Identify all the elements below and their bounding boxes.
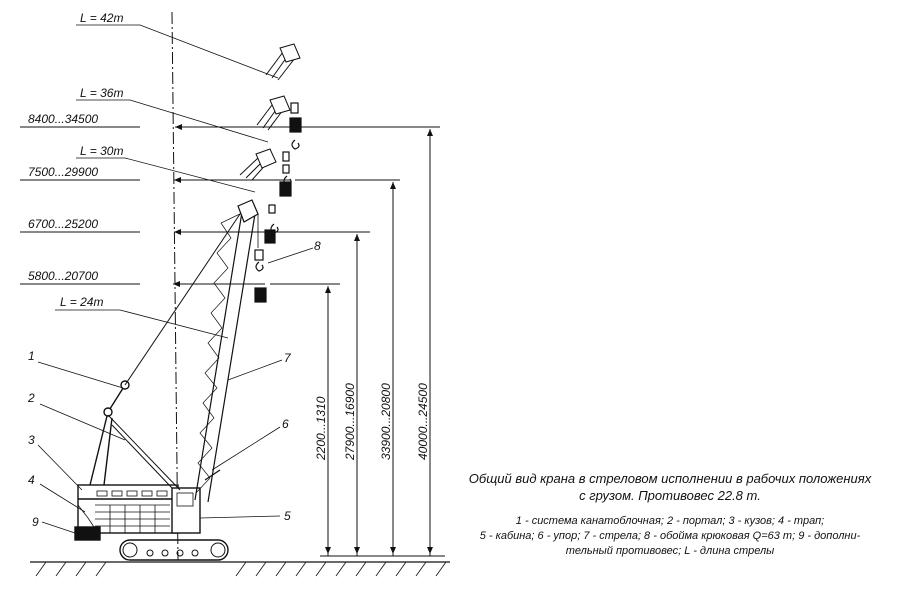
callout-5: 5 — [284, 509, 291, 523]
crawler-track — [119, 539, 229, 561]
height-label-3: 33900...20800 — [379, 383, 393, 460]
callout-2: 2 — [27, 391, 35, 405]
height-label-1: 2200...1310 — [314, 396, 328, 461]
boom-positions — [239, 43, 301, 181]
ground-line — [30, 561, 450, 577]
callout-6: 6 — [282, 417, 289, 431]
callout-7: 7 — [284, 351, 292, 365]
boom-lattice — [194, 199, 259, 503]
caption-title-line-1: Общий вид крана в стреловом исполнении в… — [468, 471, 872, 486]
portal-frame — [89, 380, 181, 491]
callout-4: 4 — [28, 473, 35, 487]
callout-8: 8 — [314, 239, 321, 253]
reach-label-1: 8400...34500 — [28, 112, 98, 126]
boom-length-label-24: L = 24т — [60, 295, 103, 309]
figure-caption: Общий вид крана в стреловом исполнении в… — [455, 470, 885, 559]
height-label-2: 27900...16900 — [343, 383, 357, 461]
callout-1: 1 — [28, 349, 35, 363]
height-label-4: 40000...24500 — [416, 383, 430, 460]
reach-label-3: 6700...25200 — [28, 217, 98, 231]
callout-leaders — [37, 247, 314, 535]
caption-title-line-2: с грузом. Противовес 22.8 т. — [579, 488, 761, 503]
reach-dimensions — [20, 124, 300, 287]
height-dimensions — [270, 126, 445, 557]
boom-length-label-30: L = 30т — [80, 144, 123, 158]
rotation-axis — [171, 11, 179, 561]
boom-stop — [204, 469, 221, 481]
boom-length-label-42: L = 42т — [80, 11, 123, 25]
rope-system — [124, 213, 241, 386]
callout-3: 3 — [28, 433, 35, 447]
hook-blocks — [254, 102, 302, 303]
boom-length-label-36: L = 36т — [80, 86, 123, 100]
reach-label-4: 5800...20700 — [28, 269, 98, 283]
legend-line-2: 5 - кабина; 6 - упор; 7 - стрела; 8 - об… — [479, 530, 861, 542]
boom-length-leaders — [55, 24, 279, 339]
callout-9: 9 — [32, 515, 39, 529]
crane-body — [74, 484, 201, 541]
caption-legend: 1 - система канатоблочная; 2 - портал; 3… — [455, 514, 885, 559]
legend-line-1: 1 - система канатоблочная; 2 - портал; 3… — [515, 515, 825, 527]
legend-line-3: тельный противовес; L - длина стрелы — [565, 545, 775, 557]
reach-label-2: 7500...29900 — [28, 165, 98, 179]
